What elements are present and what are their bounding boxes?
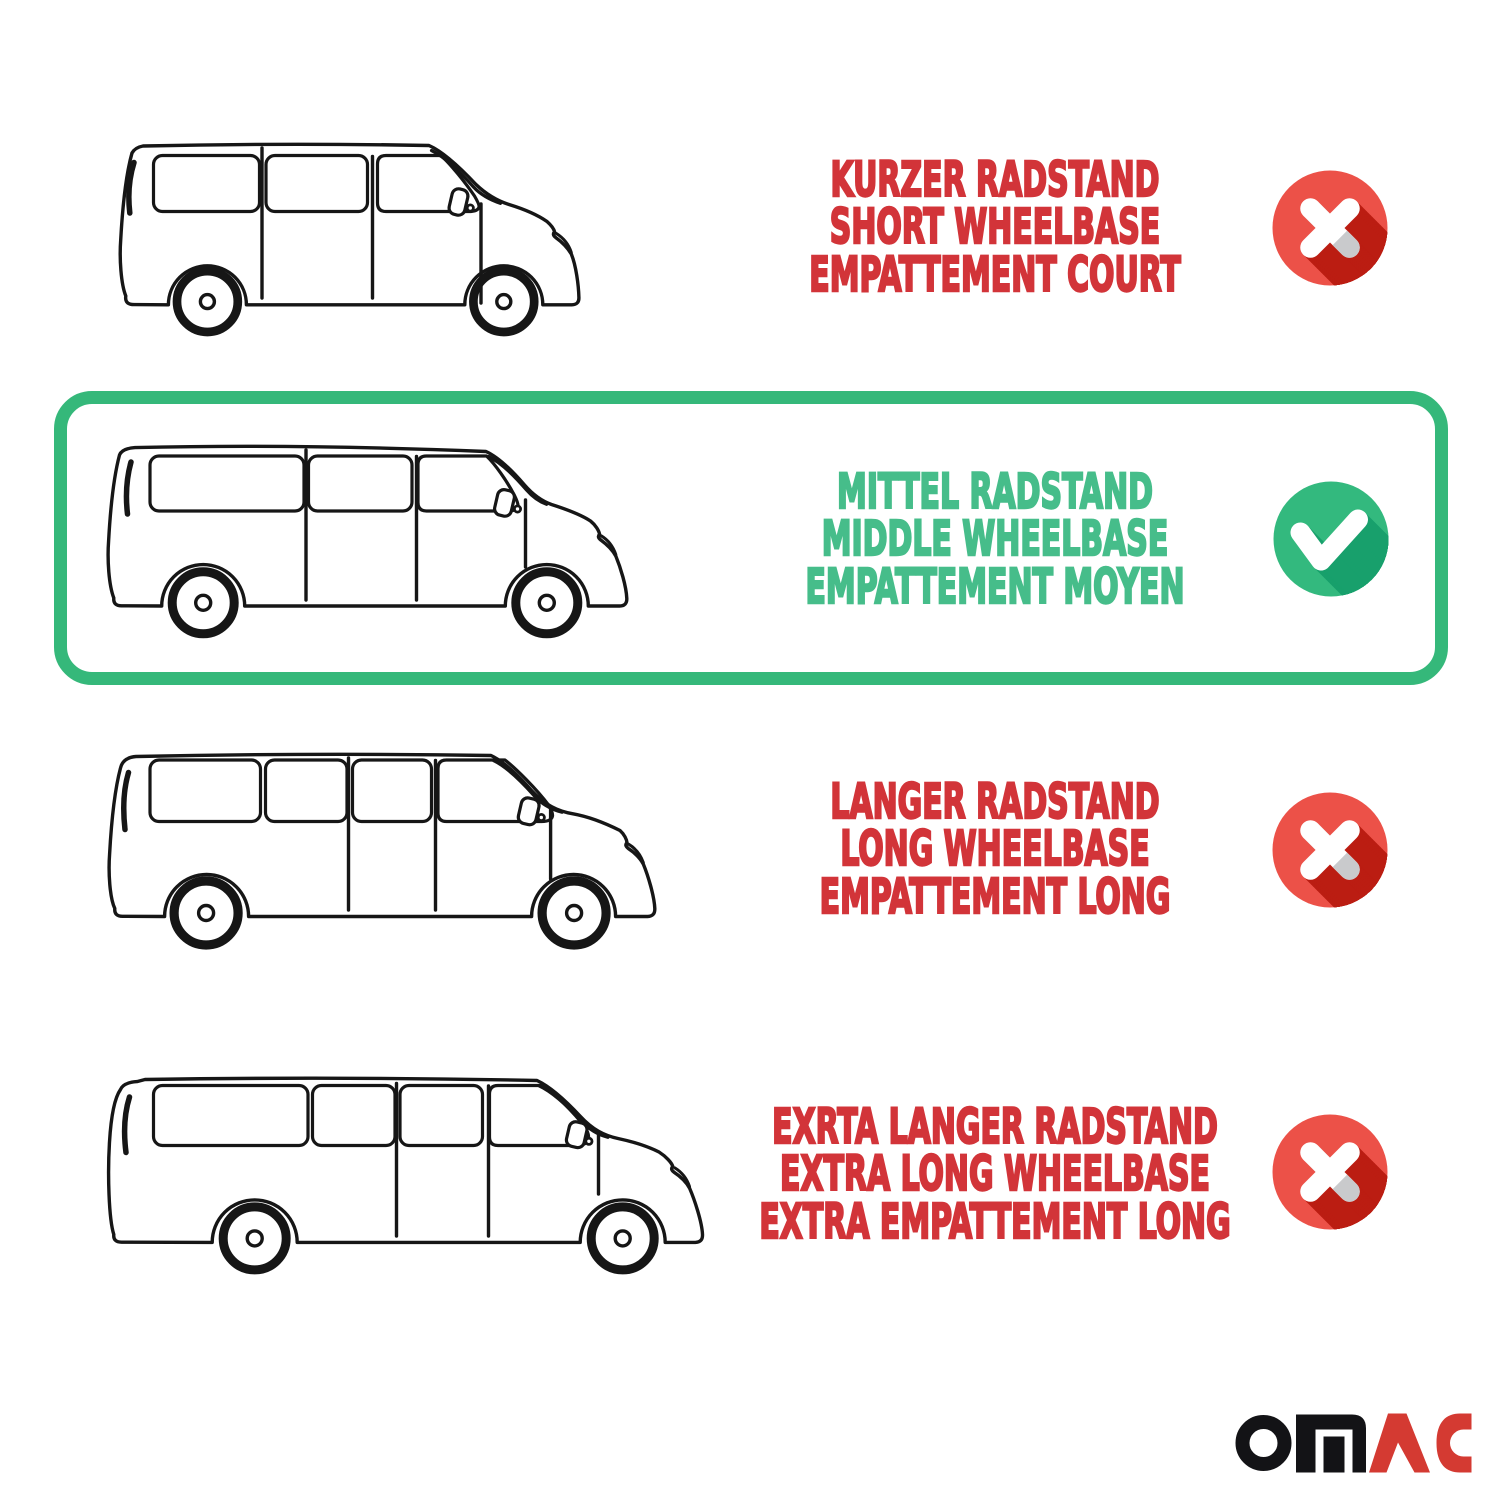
- van-rear-pillar-line: [123, 459, 134, 517]
- van-window: [151, 1083, 310, 1148]
- label-line-fr: EMPATTEMENT LONG: [819, 868, 1171, 925]
- logo-letters: [1235, 1413, 1472, 1473]
- label-line-en: EXTRA LONG WHEELBASE: [779, 1146, 1211, 1202]
- van-mirror-knob: [536, 813, 546, 823]
- label-line-fr: EMPATTEMENT COURT: [808, 246, 1181, 303]
- label-line-fr: EXTRA EMPATTEMENT LONG: [758, 1193, 1231, 1250]
- omac-logo: [1235, 1413, 1472, 1473]
- van-windshield-pillar-line: [486, 454, 549, 506]
- van-rear-pillar-line: [121, 1094, 133, 1156]
- van-wheel-hub: [537, 593, 556, 612]
- van-headlight-line: [627, 842, 645, 864]
- van-window: [148, 758, 263, 824]
- van-window: [436, 758, 555, 824]
- van-rear-pillar-line: [120, 769, 132, 833]
- van-wheel-hub: [245, 1229, 264, 1248]
- van-window: [375, 153, 481, 214]
- van-body-outline: [106, 444, 629, 608]
- van-window: [306, 454, 414, 513]
- van-rear-pillar-line: [126, 159, 137, 216]
- van-wheel-hub: [495, 292, 513, 311]
- label-long-wheelbase: LANGER RADSTAND LONG WHEELBASE EMPATTEME…: [595, 773, 1395, 925]
- van-window: [151, 153, 262, 214]
- van-wheel-hub: [613, 1229, 632, 1248]
- label-short-wheelbase: KURZER RADSTAND SHORT WHEELBASE EMPATTEM…: [595, 151, 1395, 303]
- van-wheel-hub: [196, 903, 216, 923]
- label-line-de: EXRTA LANGER RADSTAND: [771, 1098, 1218, 1155]
- van-window: [350, 758, 434, 824]
- van-headlight-line: [599, 534, 618, 556]
- label-line-fr: EMPATTEMENT MOYEN: [805, 558, 1186, 615]
- van-headlight-line: [673, 1166, 691, 1188]
- van-body-outline: [106, 1076, 705, 1245]
- van-window: [398, 1083, 485, 1148]
- van-mirror: [447, 187, 470, 217]
- label-line-de: MITTEL RADSTAND: [836, 463, 1154, 520]
- van-wheel-hub: [198, 292, 217, 311]
- van-mirror: [492, 488, 517, 518]
- van-window: [148, 454, 306, 513]
- van-wheel-hub: [564, 903, 584, 923]
- van-mirror-knob: [584, 1136, 594, 1146]
- label-line-en: LONG WHEELBASE: [839, 821, 1150, 878]
- van-mirror: [516, 796, 541, 827]
- van-wheel-hub: [193, 593, 213, 612]
- van-body-outline: [107, 752, 657, 919]
- van-window: [264, 153, 370, 214]
- van-mirror: [564, 1120, 589, 1150]
- highlight-box: [54, 391, 1448, 685]
- van-headlight-line: [554, 231, 573, 254]
- label-line-en: MIDDLE WHEELBASE: [821, 511, 1169, 568]
- label-line-en: SHORT WHEELBASE: [829, 199, 1161, 255]
- van-windshield-pillar-line: [491, 758, 564, 814]
- label-line-de: KURZER RADSTAND: [830, 151, 1161, 208]
- label-line-de: LANGER RADSTAND: [830, 773, 1161, 830]
- label-extra-long-wheelbase: EXRTA LANGER RADSTAND EXTRA LONG WHEELBA…: [595, 1098, 1395, 1250]
- van-mirror-knob: [513, 504, 523, 514]
- van-mirror-knob: [465, 203, 475, 213]
- label-middle-wheelbase: MITTEL RADSTAND MIDDLE WHEELBASE EMPATTE…: [595, 463, 1395, 615]
